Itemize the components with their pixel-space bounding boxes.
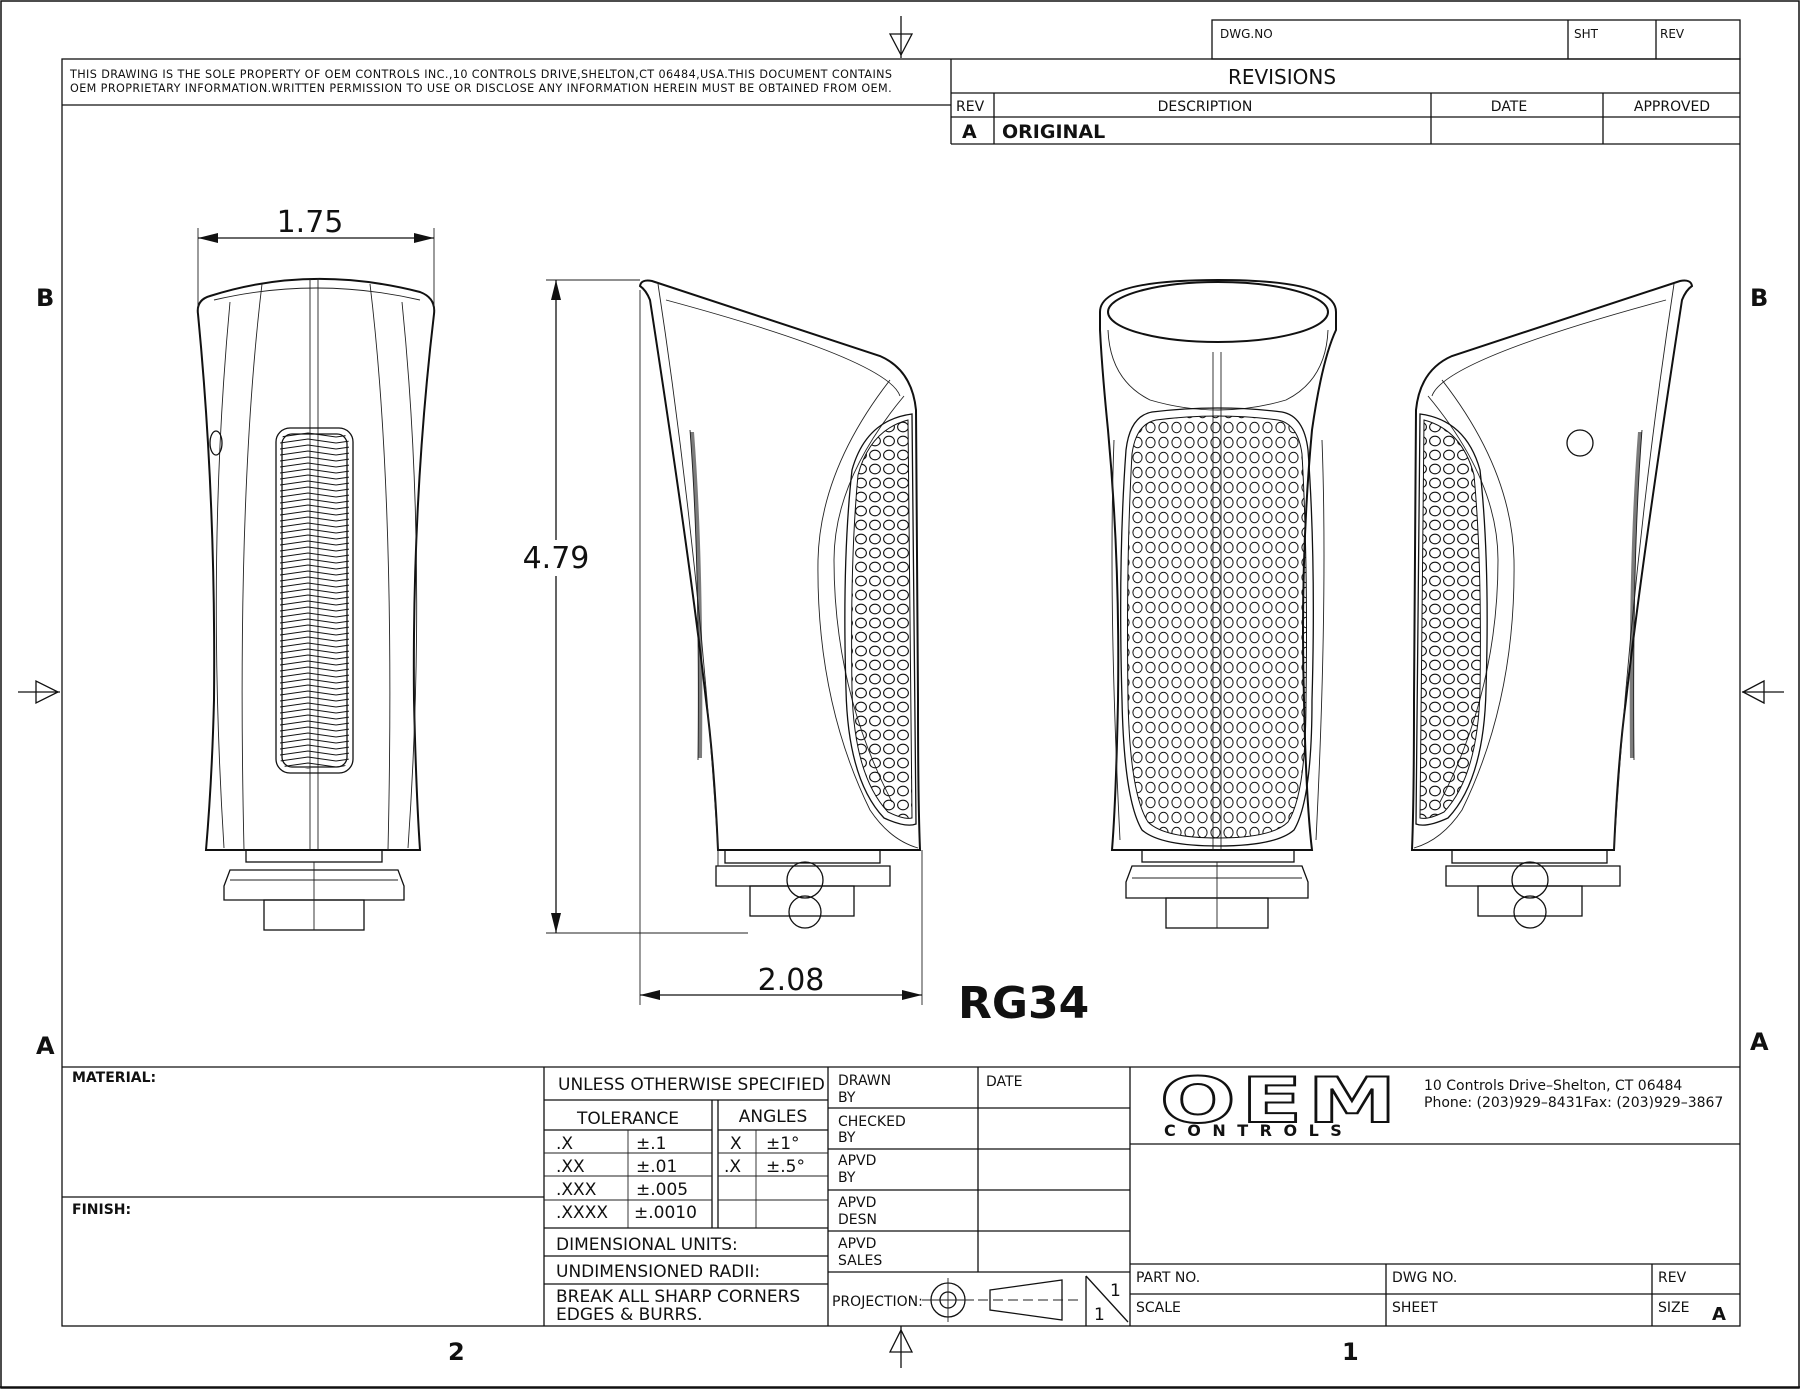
size-value: A: [1712, 1304, 1726, 1325]
checked-by-l1: CHECKED: [838, 1114, 906, 1130]
approvals-date-label: DATE: [986, 1074, 1022, 1090]
front-view: [196, 277, 436, 931]
bottom-title-block: [62, 1066, 1740, 1326]
tol-row-1-place: .X: [556, 1134, 573, 1154]
projection-symbol: [922, 1278, 1080, 1322]
tolerance-block: [544, 1099, 828, 1285]
sheet-label: SHEET: [1392, 1300, 1438, 1316]
tol-row-2-value: ±.01: [636, 1157, 677, 1177]
size-label: SIZE: [1658, 1300, 1689, 1316]
side-grip-panel: [844, 413, 917, 826]
side-view-right: [1410, 279, 1694, 929]
ang-row-1-value: ±1°: [766, 1134, 800, 1154]
zone-bottom-left: 2: [448, 1338, 465, 1366]
centering-mark-right: [1741, 679, 1784, 705]
company-block: [1130, 1143, 1740, 1326]
dim-width-front: [197, 228, 435, 310]
revisions-table: REVISIONS REV DESCRIPTION DATE APPROVED …: [950, 59, 1740, 145]
tol-row-1-value: ±.1: [636, 1134, 666, 1154]
material-label: MATERIAL:: [72, 1070, 156, 1086]
apvd-by-l1: APVD: [838, 1153, 876, 1169]
tol-row-2-place: .XX: [556, 1157, 585, 1177]
dim-depth-value: 2.08: [758, 963, 825, 998]
zone-right-top: B: [1750, 284, 1768, 312]
dim-width-front-value: 1.75: [277, 205, 344, 240]
dim-depth: [639, 290, 923, 1005]
oem-logo: OEM CONTROLS: [1159, 1063, 1402, 1140]
scale-fraction: [1085, 1275, 1129, 1326]
oem-logo-text: OEM: [1160, 1064, 1402, 1137]
ang-row-2-value: ±.5°: [766, 1157, 805, 1177]
dim-height-value: 4.79: [523, 541, 590, 576]
zone-left-bottom: A: [36, 1032, 55, 1060]
zone-bottom-right: 1: [1342, 1338, 1359, 1366]
zone-left-top: B: [36, 284, 54, 312]
drawn-by-l2: BY: [838, 1090, 856, 1106]
checked-by-l2: BY: [838, 1130, 856, 1146]
apvd-sales-l1: APVD: [838, 1236, 876, 1252]
centering-mark-left: [18, 679, 60, 705]
tol-row-4-value: ±.0010: [634, 1203, 697, 1223]
dim-height: [526, 279, 748, 934]
ang-row-2-place: .X: [724, 1157, 741, 1177]
rev-header-approved: APPROVED: [1634, 99, 1710, 115]
front-hole: [209, 430, 223, 456]
undimensioned-radii-label: UNDIMENSIONED RADII:: [556, 1262, 760, 1282]
rev-header-description: DESCRIPTION: [1158, 99, 1253, 115]
apvd-desn-l2: DESN: [838, 1212, 877, 1228]
tol-row-4-place: .XXXX: [556, 1203, 608, 1223]
break-corners-line2: EDGES & BURRS.: [556, 1305, 703, 1325]
dimensional-units-label: DIMENSIONAL UNITS:: [556, 1235, 738, 1255]
tolerance-title: TOLERANCE: [576, 1109, 679, 1129]
scale-denominator: 1: [1094, 1305, 1105, 1325]
drawn-by-l1: DRAWN: [838, 1073, 891, 1089]
centering-mark-top: [888, 16, 914, 58]
top-dwg-no-label: DWG.NO: [1220, 27, 1273, 41]
tol-row-3-value: ±.005: [636, 1180, 688, 1200]
dwg-no-label: DWG NO.: [1392, 1270, 1457, 1286]
side-view-left: [638, 279, 922, 929]
rev-row-rev: A: [962, 121, 977, 143]
rev-header-rev: REV: [956, 99, 985, 115]
tolerance-header: UNLESS OTHERWISE SPECIFIED: [558, 1075, 825, 1095]
part-no-label: PART NO.: [1136, 1270, 1200, 1286]
projection-label: PROJECTION:: [832, 1294, 923, 1310]
apvd-sales-l2: SALES: [838, 1253, 882, 1269]
company-phone: Phone: (203)929–8431Fax: (203)929–3867: [1424, 1095, 1723, 1111]
back-view: [1099, 278, 1337, 929]
back-grip-panel: [1120, 407, 1314, 847]
centering-mark-bottom: [888, 1326, 914, 1368]
apvd-desn-l1: APVD: [838, 1195, 876, 1211]
top-rev-label: REV: [1660, 27, 1685, 41]
apvd-by-l2: BY: [838, 1170, 856, 1186]
ang-row-1-place: X: [730, 1134, 742, 1154]
rev-label: REV: [1658, 1270, 1687, 1286]
side-right-grip-panel: [1415, 413, 1488, 826]
angles-title: ANGLES: [739, 1107, 808, 1127]
side-right-hole: [1566, 429, 1594, 457]
oem-logo-subtext: CONTROLS: [1164, 1121, 1353, 1140]
approvals-block: [828, 1067, 1130, 1273]
revisions-title: REVISIONS: [1228, 65, 1336, 89]
zone-right-bottom: A: [1750, 1028, 1769, 1056]
scale-numerator: 1: [1110, 1281, 1121, 1301]
break-corners-line1: BREAK ALL SHARP CORNERS: [556, 1287, 800, 1307]
company-address: 10 Controls Drive–Shelton, CT 06484: [1424, 1078, 1682, 1094]
tol-row-3-place: .XXX: [556, 1180, 597, 1200]
part-name: RG34: [958, 978, 1089, 1029]
scale-label: SCALE: [1136, 1300, 1181, 1316]
top-sht-label: SHT: [1574, 27, 1599, 41]
finish-label: FINISH:: [72, 1202, 131, 1218]
legal-notice-line1: THIS DRAWING IS THE SOLE PROPERTY OF OEM…: [69, 68, 892, 81]
rev-row-description: ORIGINAL: [1002, 121, 1105, 143]
legal-notice-line2: OEM PROPRIETARY INFORMATION.WRITTEN PERM…: [70, 82, 892, 95]
top-title-block: DWG.NO SHT REV: [1211, 19, 1741, 60]
rev-header-date: DATE: [1491, 99, 1527, 115]
